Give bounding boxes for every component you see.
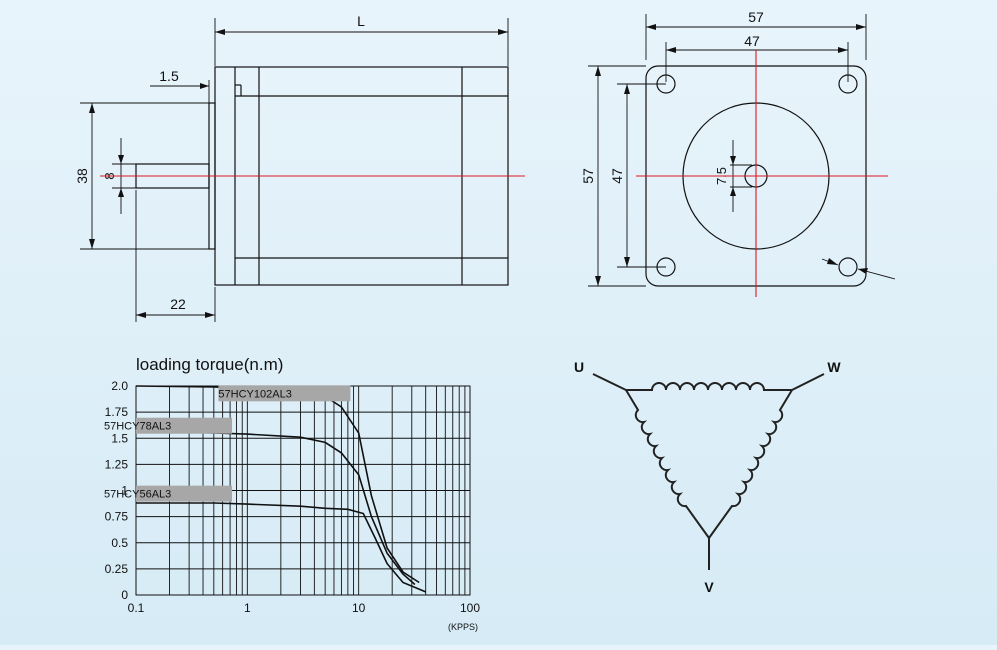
dim-flange-label: 1.5 <box>159 68 179 84</box>
front-view-drawing: 57 47 57 47 7.5 <box>580 9 896 297</box>
y-tick-label: 1.5 <box>111 431 128 445</box>
dim-hole-spacing-v-label: 47 <box>609 168 625 184</box>
x-axis-label: (KPPS) <box>448 622 478 632</box>
series-line <box>135 430 416 586</box>
x-tick-label: 10 <box>352 601 366 615</box>
dim-shaft-length-label: 22 <box>170 296 186 312</box>
dim-length-label: L <box>357 13 365 29</box>
chart-title: loading torque(n.m) <box>136 355 283 374</box>
dim-hole-spacing-label: 47 <box>744 33 760 49</box>
series-label: 57HCY56AL3 <box>104 489 171 501</box>
x-tick-label: 100 <box>460 601 480 615</box>
y-tick-label: 1 <box>121 484 128 498</box>
side-view-drawing: L 1.5 38 8 <box>74 13 525 322</box>
y-tick-label: 0.75 <box>105 510 129 524</box>
y-tick-label: 0 <box>121 588 128 602</box>
y-tick-label: 1.25 <box>105 457 129 471</box>
dim-pilot-label: 38 <box>74 168 90 184</box>
chart-series-labels: 57HCY102AL3 57HCY78AL3 57HCY56AL3 <box>104 385 351 502</box>
series-line <box>136 502 427 593</box>
series-label: 57HCY78AL3 <box>104 421 171 433</box>
y-tick-label: 0.5 <box>111 536 128 550</box>
x-tick-label: 1 <box>244 601 251 615</box>
terminal-w-label: W <box>827 359 841 375</box>
dim-body-height-label: 57 <box>580 168 596 184</box>
terminal-v-label: V <box>704 579 714 595</box>
series-label-tag <box>136 417 232 434</box>
chart-ticks: 0 0.25 0.5 0.75 1 1.25 1.5 1.75 2.0 0.1 1 10 100 <box>105 379 481 615</box>
y-tick-label: 0.25 <box>105 562 129 576</box>
delta-wiring-diagram: U W V <box>574 359 841 595</box>
series-line <box>135 385 420 584</box>
y-tick-label: 1.75 <box>105 405 129 419</box>
series-label-tag <box>218 385 351 402</box>
series-label-tag <box>136 485 232 502</box>
dim-body-width-label: 57 <box>748 9 764 25</box>
series-label: 57HCY102AL3 <box>218 388 291 400</box>
terminal-u-label: U <box>574 359 584 375</box>
x-tick-label: 0.1 <box>128 601 145 615</box>
torque-chart: loading torque(n.m) 0 0.25 0.5 0.75 1 1.25 1.5… <box>104 355 480 632</box>
y-tick-label: 2.0 <box>111 379 128 393</box>
